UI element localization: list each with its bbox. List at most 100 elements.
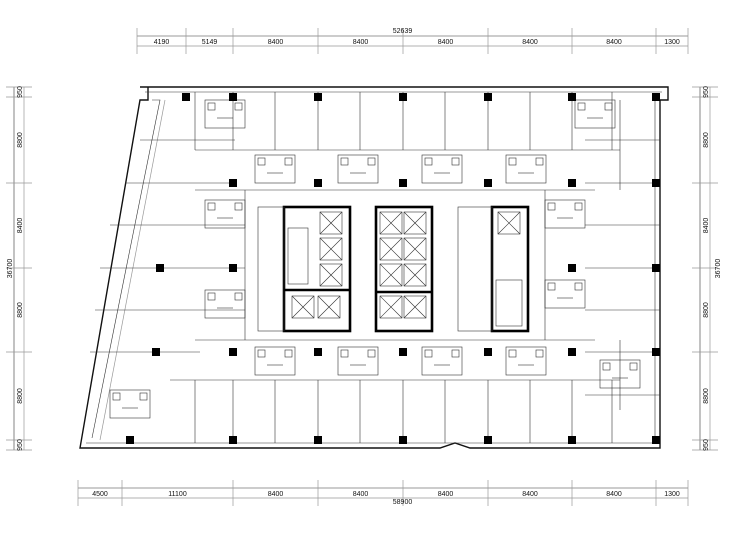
dimension-total: 36700 [715,259,722,279]
restroom-unit [204,289,246,319]
restroom-unit [505,346,547,376]
dimension-label: 8800 [17,388,24,404]
column [652,436,660,444]
left-dims: 950 8800 8400 8800 8800 950 36700 [6,86,32,451]
elevator-shafts [291,211,427,319]
elevator-car [379,295,403,319]
column [652,179,660,187]
restroom-unit [204,199,246,229]
elevator-car [319,211,343,235]
dimension-total: 52639 [393,28,413,35]
column [152,348,160,356]
column [484,179,492,187]
elevator-car [403,237,427,261]
column [568,93,576,101]
column [182,93,190,101]
dimension-label: 8400 [522,491,538,498]
elevator-car [403,263,427,287]
dimension-label: 950 [17,439,24,451]
column [484,93,492,101]
dimension-label: 8800 [17,132,24,148]
restroom-unit [421,154,463,184]
dimension-total: 36700 [7,259,14,279]
elevator-car [379,211,403,235]
column [229,348,237,356]
dimension-lines: 4190 5149 8400 8400 8400 8400 8400 1300 52639 450… [6,28,722,506]
column [399,348,407,356]
column [314,436,322,444]
dimension-label: 8400 [353,39,369,46]
column [399,179,407,187]
dimension-label: 8400 [353,491,369,498]
dimension-label: 4190 [154,39,170,46]
dimension-label: 5149 [202,39,218,46]
restroom-unit [109,389,151,419]
dimension-label: 1300 [664,491,680,498]
dimension-label: 8400 [438,39,454,46]
restroom-unit [505,154,547,184]
dimension-label: 950 [17,86,24,98]
core-right [457,205,530,333]
column [229,436,237,444]
structural-columns [126,93,660,444]
restroom-unit [254,346,296,376]
elevator-car [379,237,403,261]
column [652,264,660,272]
restroom-unit [421,346,463,376]
dimension-label: 8400 [17,218,24,234]
dimension-label: 4500 [92,491,108,498]
elevator-car [379,263,403,287]
dimension-label: 950 [703,86,710,98]
column [568,348,576,356]
restroom-unit [254,154,296,184]
restroom-unit [599,359,641,389]
column [399,93,407,101]
dimension-label: 8400 [703,218,710,234]
dimension-label: 1300 [664,39,680,46]
column [568,179,576,187]
restroom-unit [337,346,379,376]
column [399,436,407,444]
partition-wall [195,100,621,190]
elevator-car [403,295,427,319]
dimension-label: 950 [703,439,710,451]
core-left [257,205,434,333]
column [314,93,322,101]
dimension-total: 58900 [393,499,413,506]
dimension-label: 8800 [17,302,24,318]
restroom-unit [544,279,586,309]
partition-wall [170,340,621,410]
building-outline [79,86,669,449]
dimension-label: 8800 [703,132,710,148]
column [229,93,237,101]
dimension-label: 8400 [438,491,454,498]
column [484,436,492,444]
column [126,436,134,444]
dimension-label: 8400 [606,491,622,498]
elevator-car [291,295,315,319]
restroom-unit [204,99,246,129]
column [652,93,660,101]
restroom-unit [337,154,379,184]
restroom-unit [544,199,586,229]
dimension-label: 8400 [606,39,622,46]
dimension-label: 8800 [703,302,710,318]
column [568,436,576,444]
column [652,348,660,356]
elevator-car [319,263,343,287]
bottom-dims: 4500 11100 8400 8400 8400 8400 8400 1300 58900 [77,480,689,506]
column [314,348,322,356]
column [156,264,164,272]
elevator-car [403,211,427,235]
dimension-label: 8800 [703,388,710,404]
dimension-label: 11100 [168,491,187,498]
office-partitions [90,92,660,443]
dimension-label: 8400 [268,39,284,46]
column [314,179,322,187]
restroom-unit [574,99,616,129]
column [229,179,237,187]
partition-wall [195,189,595,341]
dimension-label: 8400 [268,491,284,498]
dimension-label: 8400 [522,39,538,46]
